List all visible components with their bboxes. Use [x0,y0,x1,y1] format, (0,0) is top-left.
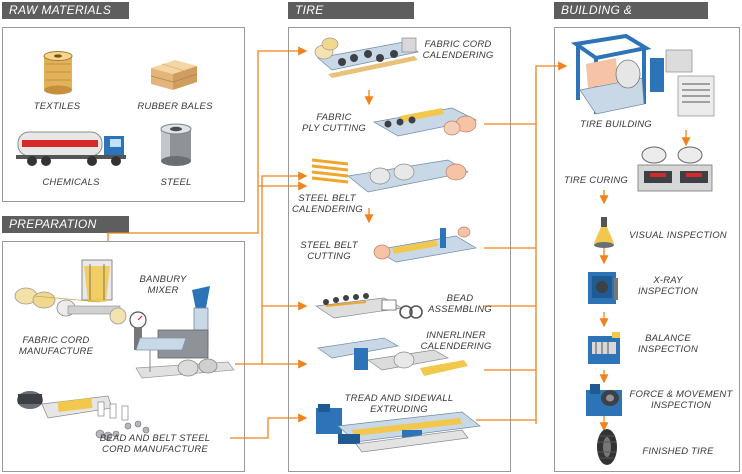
building-label-tire-curing: TIRE CURING [564,175,628,186]
inspection-label-force-movement: FORCE & MOVEMENT INSPECTION [629,389,733,411]
visual-inspection-icon [594,217,614,248]
component-label-ply-cutting: FABRIC PLY CUTTING [302,112,366,134]
force-machine-icon [586,384,622,416]
inspection-label-visual: VISUAL INSPECTION [629,230,727,241]
ply-cutter-icon [373,107,478,137]
component-label-innerliner: INNERLINER CALENDERING [420,330,492,352]
raw-material-label-textiles: TEXTILES [33,101,81,112]
preparation-label-fabric-cord: FABRIC CORD MANUFACTURE [18,335,94,357]
raw-materials-header: RAW MATERIALS [2,2,129,19]
extruder-icon [316,404,481,453]
inspection-label-xray: X-RAY INSPECTION [637,275,699,297]
preparation-header: PREPARATION [2,216,129,233]
curing-press-icon [637,146,713,192]
building-inspection-header: BUILDING & INSPECTION [554,2,708,34]
building-label-tire-building: TIRE BUILDING [580,119,652,130]
fabric-calender-icon [314,37,419,78]
component-label-tread-extruding: TREAD AND SIDEWALL EXTRUDING [344,393,454,415]
bead-assembly-icon [315,293,423,319]
textile-spool-icon [43,51,73,95]
raw-material-label-chemicals: CHEMICALS [42,177,100,188]
raw-material-label-steel: STEEL [160,177,192,188]
steel-cord-machine-icon [17,391,150,441]
raw-material-label-rubber-bales: RUBBER BALES [137,101,213,112]
preparation-label-banbury: BANBURY MIXER [139,274,187,296]
raw-materials-panel [2,27,245,202]
tire-icon [597,429,617,465]
preparation-label-steel-cord: BEAD AND BELT STEEL CORD MANUFACTURE [99,433,211,455]
component-label-belt-cutting: STEEL BELT CUTTING [300,240,358,262]
inspection-label-balance: BALANCE INSPECTION [637,333,699,355]
steel-calender-icon [311,158,469,193]
innerliner-calender-icon [317,337,468,376]
fabric-cord-machine-icon [14,259,127,325]
banbury-mixer-icon [129,286,235,379]
component-label-steel-calendering: STEEL BELT CALENDERING [292,193,363,215]
belt-cutter-icon [373,226,477,263]
inspection-label-finished-tire: FINISHED TIRE [642,446,714,457]
tire-building-machine-icon [570,34,715,117]
tire-components-header: TIRE COMPONENTS [288,2,414,34]
rubber-bales-icon [150,60,198,90]
balance-machine-icon [588,332,620,364]
component-label-fabric-calendering: FABRIC CORD CALENDERING [422,39,494,61]
component-label-bead-assembling: BEAD ASSEMBLING [428,293,492,315]
steel-coil-icon [160,123,192,166]
xray-machine-icon [588,272,618,304]
tanker-truck-icon [16,131,126,166]
